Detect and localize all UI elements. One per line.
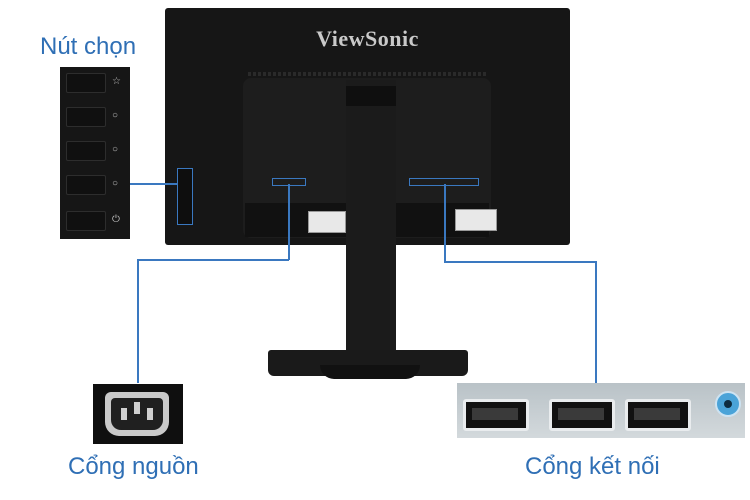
- power-icon: ⏻: [112, 214, 120, 225]
- hdmi-port: [463, 399, 529, 431]
- menu-button: [66, 175, 106, 195]
- button-connector-line: [130, 183, 178, 185]
- circle-icon: ○: [112, 110, 119, 121]
- button-strip: [177, 168, 193, 225]
- label-sticker: [308, 211, 346, 233]
- socket-pin: [134, 402, 140, 414]
- circle-icon: ○: [112, 144, 119, 155]
- socket-pin: [121, 408, 127, 420]
- connection-ports-closeup: [457, 383, 745, 438]
- button-panel-closeup: ☆ ○ ○ ○ ⏻: [60, 67, 130, 239]
- stand-handle: [346, 86, 396, 106]
- displayport-port: [625, 399, 691, 431]
- power-port-closeup: [93, 384, 183, 444]
- power-port-label: Cổng nguồn: [68, 453, 199, 480]
- label-sticker: [455, 209, 497, 231]
- audio-jack: [715, 391, 741, 417]
- stand-base-foot: [320, 365, 420, 379]
- joystick-button: [66, 73, 106, 93]
- brand-logo: ViewSonic: [316, 26, 419, 51]
- connection-ports-label: Cổng kết nối: [525, 453, 660, 480]
- socket-pin: [147, 408, 153, 420]
- socket-inner: [111, 398, 163, 430]
- ports-connector-line: [595, 261, 597, 383]
- power-button: [66, 211, 106, 231]
- menu-button: [66, 141, 106, 161]
- buttons-label: Nút chọn: [40, 33, 137, 60]
- ports-connector-line: [444, 184, 446, 262]
- ports-connector-line: [444, 261, 596, 263]
- star-icon: ☆: [112, 76, 121, 87]
- power-connector-line: [137, 259, 139, 383]
- vent-grille: [248, 72, 488, 76]
- power-connector-line: [137, 259, 289, 261]
- power-connector-line: [288, 184, 290, 260]
- iec-power-socket: [105, 392, 169, 436]
- hdmi-port: [549, 399, 615, 431]
- menu-button: [66, 107, 106, 127]
- circle-icon: ○: [112, 178, 119, 189]
- stand-neck: [346, 80, 396, 370]
